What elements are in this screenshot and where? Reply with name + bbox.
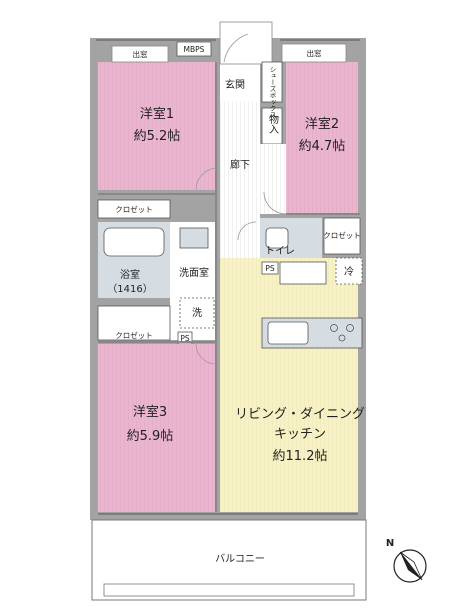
closet1-label: クロゼット <box>115 204 153 214</box>
washer-space <box>179 297 215 329</box>
room-western2 <box>286 62 358 214</box>
closet3 <box>97 305 171 341</box>
western1-name: 洋室1 <box>140 106 174 122</box>
wash-basin <box>179 227 209 249</box>
western1-size: 約5.2帖 <box>134 129 181 144</box>
compass-icon <box>393 549 427 583</box>
closet3-label: クロゼット <box>115 330 153 340</box>
bay-window-right-label: 出窓 <box>307 48 322 58</box>
shoebox <box>261 61 283 103</box>
western2-name: 洋室2 <box>305 116 339 132</box>
kitchen-sink <box>267 321 309 345</box>
shoebox-label: シューズボックス <box>268 66 276 118</box>
corridor <box>220 102 260 258</box>
closet1 <box>97 199 171 219</box>
entrance-label: 玄関 <box>225 78 245 91</box>
ldk-size: 約11.2帖 <box>273 449 328 464</box>
bay-window-left-label: 出窓 <box>133 49 148 59</box>
compass-n-label: N <box>386 538 394 549</box>
room-western3 <box>98 344 216 512</box>
balcony-railing <box>103 583 355 597</box>
storage-label: 物入 <box>267 113 279 134</box>
ps1-label: PS <box>180 334 190 343</box>
western3-size: 約5.9帖 <box>127 429 174 444</box>
toilet-fixture <box>265 227 289 249</box>
bath-size: （1416） <box>107 283 152 295</box>
ldk-name-line2: キッチン <box>274 427 326 442</box>
western2-size: 約4.7帖 <box>299 139 346 154</box>
western3-name: 洋室3 <box>133 404 167 420</box>
fridge-space <box>335 257 363 285</box>
corridor-side <box>260 144 286 214</box>
balcony-label: バルコニー <box>215 553 265 565</box>
corridor-label: 廊下 <box>230 158 250 171</box>
closet-small <box>323 217 361 255</box>
bay-window-right <box>281 43 347 63</box>
ps-box-2 <box>261 261 279 275</box>
entrance <box>220 62 260 102</box>
bathtub <box>103 227 165 257</box>
toilet-label: トイレ <box>265 246 295 257</box>
room-western1 <box>98 62 216 190</box>
bay-window-left <box>111 45 169 63</box>
entrance-door <box>219 21 273 65</box>
room-ldk <box>220 258 358 512</box>
mbps-label: MBPS <box>184 45 205 54</box>
ps2-label: PS <box>265 264 275 273</box>
ldk-name-line1: リビング・ダイニング <box>235 407 365 422</box>
fridge-label: 冷 <box>344 265 354 278</box>
bath-name: 浴室 <box>120 268 140 281</box>
washer-label: 洗 <box>192 307 202 319</box>
closet-small-label: クロゼット <box>323 230 361 240</box>
washroom-label: 洗面室 <box>179 266 209 279</box>
mbps-box <box>176 41 212 57</box>
counter <box>279 261 327 285</box>
